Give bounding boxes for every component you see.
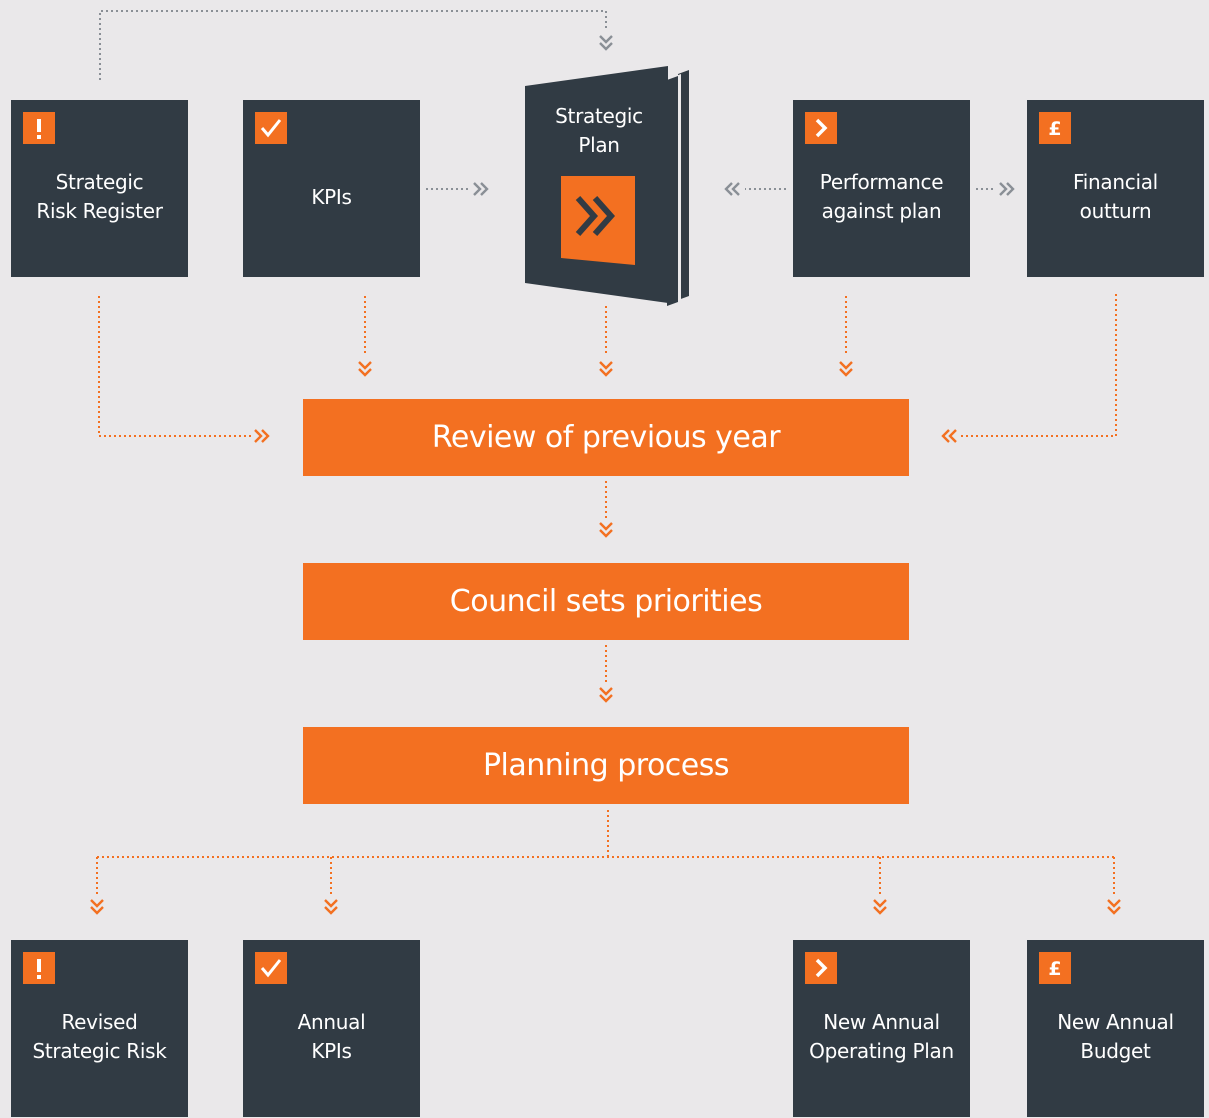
box-label-line: Risk Register xyxy=(36,199,163,223)
strategic-plan-title: Strategic Plan xyxy=(540,102,658,160)
pound-icon: £ xyxy=(1039,112,1071,144)
pound-icon: £ xyxy=(1039,952,1071,984)
check-icon xyxy=(255,112,287,144)
review-of-previous-year-step: Review of previous year xyxy=(303,399,909,476)
box-label-line: Strategic xyxy=(55,170,144,194)
annual-kpis-box: Annual KPIs xyxy=(243,940,420,1117)
box-label-line: outturn xyxy=(1079,199,1152,223)
box-label-line: against plan xyxy=(821,199,942,223)
box-label-line: Strategic Risk xyxy=(32,1039,167,1063)
box-label-line: New Annual xyxy=(823,1010,940,1034)
new-annual-operating-plan-box: New Annual Operating Plan xyxy=(793,940,970,1117)
box-label-line: KPIs xyxy=(311,1039,352,1063)
chevron-right-icon xyxy=(805,952,837,984)
connector-review-to-council xyxy=(598,481,614,538)
check-icon xyxy=(255,952,287,984)
plan-title-line: Strategic xyxy=(555,104,643,128)
svg-text:£: £ xyxy=(1048,118,1061,140)
connector-performance-to-review xyxy=(838,296,854,377)
box-label-line: Financial xyxy=(1073,170,1158,194)
box-label-line: Revised xyxy=(61,1010,138,1034)
svg-text:£: £ xyxy=(1048,958,1061,980)
connector-performance-to-plan xyxy=(724,181,786,197)
exclamation-icon xyxy=(23,952,55,984)
double-chevron-right-icon xyxy=(575,196,616,236)
step-label: Review of previous year xyxy=(431,420,781,455)
strategic-risk-register-box: Strategic Risk Register xyxy=(11,100,188,277)
connector-kpis-to-review xyxy=(357,296,373,377)
box-label-line: Performance xyxy=(819,170,944,194)
connector-plan-to-review xyxy=(598,306,614,377)
new-annual-budget-box: £ New Annual Budget xyxy=(1027,940,1204,1117)
kpis-box: KPIs xyxy=(243,100,420,277)
box-label-line: KPIs xyxy=(311,184,352,209)
connector-performance-to-financial xyxy=(976,181,1015,197)
plan-title-line: Plan xyxy=(578,133,620,157)
connector-risk-to-review xyxy=(98,296,270,444)
loop-connector-risk-to-plan xyxy=(99,10,614,80)
financial-outturn-box: £ Financial outturn xyxy=(1027,100,1204,277)
box-label-line: New Annual xyxy=(1057,1010,1174,1034)
performance-against-plan-box: Performance against plan xyxy=(793,100,970,277)
step-label: Council sets priorities xyxy=(449,584,763,619)
revised-strategic-risk-box: Revised Strategic Risk xyxy=(11,940,188,1117)
box-label-line: Operating Plan xyxy=(809,1039,954,1063)
chevron-right-icon xyxy=(805,112,837,144)
connector-financial-to-review xyxy=(941,294,1117,444)
connector-council-to-planning xyxy=(598,645,614,703)
planning-process-step: Planning process xyxy=(303,727,909,804)
council-sets-priorities-step: Council sets priorities xyxy=(303,563,909,640)
connector-planning-to-outputs xyxy=(89,810,1122,915)
box-label-line: Budget xyxy=(1080,1039,1151,1063)
strategic-plan-book xyxy=(525,66,689,306)
step-label: Planning process xyxy=(482,748,730,783)
connector-kpis-to-plan xyxy=(426,181,489,197)
box-label-line: Annual xyxy=(297,1010,366,1034)
exclamation-icon xyxy=(23,112,55,144)
